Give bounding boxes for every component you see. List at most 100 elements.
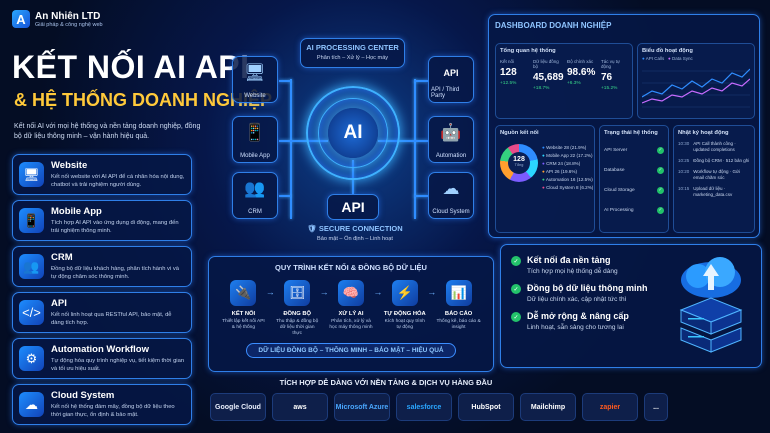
overview-title: Tổng quan hệ thống (500, 48, 556, 54)
log-text: Đồng bộ CRM · 512 bản ghi (693, 158, 750, 163)
arrow-right-icon: → (427, 287, 437, 297)
source-name: CRM (546, 161, 557, 166)
monitor-icon: 🖥 (244, 63, 266, 82)
phone-icon: 📱 (19, 208, 44, 233)
step-desc: Thu thập & đồng bộ dữ liệu thời gian thự… (276, 319, 319, 336)
step-icon: ⚡ (391, 280, 418, 306)
feature-desc: Tự động hóa quy trình nghiệp vụ, tiết ki… (51, 358, 185, 372)
ai-center-title: AI PROCESSING CENTER (306, 43, 399, 52)
step-desc: Thiết lập kết nối API & hệ thống (222, 319, 265, 330)
feature-desc: Kết nối linh hoạt qua RESTful API, bảo m… (51, 312, 172, 326)
more-icon[interactable]: ... (644, 393, 668, 421)
partner-logo[interactable]: zapier (582, 393, 638, 421)
log-text: Upload dữ liệu · marketing_data.csv (693, 186, 733, 197)
partner-logo[interactable]: salesforce (396, 393, 452, 421)
feature-title: Automation Workflow (51, 344, 149, 355)
source-name: Automation (545, 177, 570, 182)
monitor-icon: 🖥 (19, 162, 44, 187)
node-crm-label: CRM (248, 209, 262, 215)
source-value: 22 (17.2%) (570, 153, 593, 158)
ai-core: AI (328, 108, 378, 158)
hero-subtitle: & HỆ THỐNG DOANH NGHIỆP (14, 90, 273, 110)
log-time: 10:30 (678, 141, 690, 146)
step-name: TỰ ĐỘNG HÓA (383, 311, 426, 317)
partner-logo[interactable]: Google Cloud (210, 393, 266, 421)
partner-logo[interactable]: Microsoft Azure (334, 393, 390, 421)
source-value: 24 (18.8%) (557, 161, 581, 166)
node-crm[interactable]: 👥CRM (232, 172, 278, 219)
source-item: ● CRM 24 (18.8%) (542, 160, 593, 168)
check-icon: ✓ (511, 312, 521, 322)
source-item: ● Cloud System 8 (6.2%) (542, 184, 593, 192)
source-name: Cloud System (546, 185, 575, 190)
status-item: AI Processing✓ (604, 200, 664, 220)
status-item: Database✓ (604, 160, 664, 180)
brand-logo[interactable]: A An Nhiên LTD Giải pháp & công nghệ web (12, 10, 103, 28)
secure-sub: Bảo mật – Ổn định – Linh hoạt (317, 236, 393, 242)
kpi-change: +12.5% (500, 81, 517, 86)
feature-desc: Tích hợp AI API vào ứng dụng di động, ma… (51, 220, 179, 234)
log-time: 10:15 (678, 186, 690, 191)
feature-title: Mobile App (51, 206, 102, 217)
source-value: 26 (19.6%) (554, 169, 577, 174)
node-mobile[interactable]: 📱Mobile App (232, 116, 278, 163)
kpi-label: Dữ liệu đồng bộ (533, 59, 559, 69)
kpi-value: 98.6% (567, 67, 596, 78)
node-automation[interactable]: 🤖Automation (428, 116, 474, 163)
source-dot: ● (542, 169, 545, 174)
benefit-title: Đồng bộ dữ liệu thông minh (527, 283, 648, 293)
partner-logo[interactable]: HubSpot (458, 393, 514, 421)
process-band: DỮ LIỆU ĐỒNG BỘ – THÔNG MINH – BẢO MẬT –… (246, 343, 456, 358)
check-icon: ✓ (511, 284, 521, 294)
kpi-change: +6.3% (567, 81, 581, 86)
source-item: ● Automation 16 (12.5%) (542, 176, 593, 184)
sources-title: Nguồn kết nối (500, 130, 539, 136)
benefit-desc: Tích hợp mọi hệ thống dễ dàng (527, 268, 618, 275)
partner-logo[interactable]: aws (272, 393, 328, 421)
node-website-label: Website (244, 93, 266, 99)
legend-api-calls: API Calls (645, 56, 665, 61)
benefit-desc: Linh hoạt, sẵn sàng cho tương lai (527, 324, 624, 331)
hero-title: KẾT NỐI AI API (12, 49, 250, 85)
log-time: 10:25 (678, 158, 690, 163)
arrow-right-icon: → (265, 287, 275, 297)
cloud-icon: ☁ (19, 392, 44, 417)
hero-intro: Kết nối AI với mọi hệ thống và nền tảng … (14, 123, 201, 140)
step-desc: Phân tích, xử lý và học máy thông minh (329, 319, 373, 330)
brand-mark-icon: A (12, 10, 30, 28)
partner-logo[interactable]: Mailchimp (520, 393, 576, 421)
source-item: ● API 26 (19.6%) (542, 168, 593, 176)
source-dot: ● (542, 185, 545, 190)
sources-total-label: Tổng (514, 163, 524, 167)
node-cloud-label: Cloud System (432, 209, 470, 215)
brand-name: An Nhiên LTD (35, 10, 101, 22)
node-cloud[interactable]: ☁Cloud System (428, 172, 474, 219)
feature-desc: Đồng bộ dữ liệu khách hàng, phân tích hà… (51, 266, 179, 280)
legend-data-sync: Data Sync (672, 56, 693, 61)
feature-desc: Kết nối hệ thống đám mây, đồng bộ dữ liệ… (51, 404, 175, 418)
ai-center-header: AI PROCESSING CENTER Phân tích – Xử lý –… (300, 38, 405, 68)
node-website[interactable]: 🖥 Website (232, 56, 278, 103)
step-icon: 🔌 (230, 280, 257, 306)
dashboard-panel: DASHBOARD DOANH NGHIỆP Tổng quan hệ thốn… (488, 14, 760, 238)
arrow-right-icon: → (373, 287, 383, 297)
